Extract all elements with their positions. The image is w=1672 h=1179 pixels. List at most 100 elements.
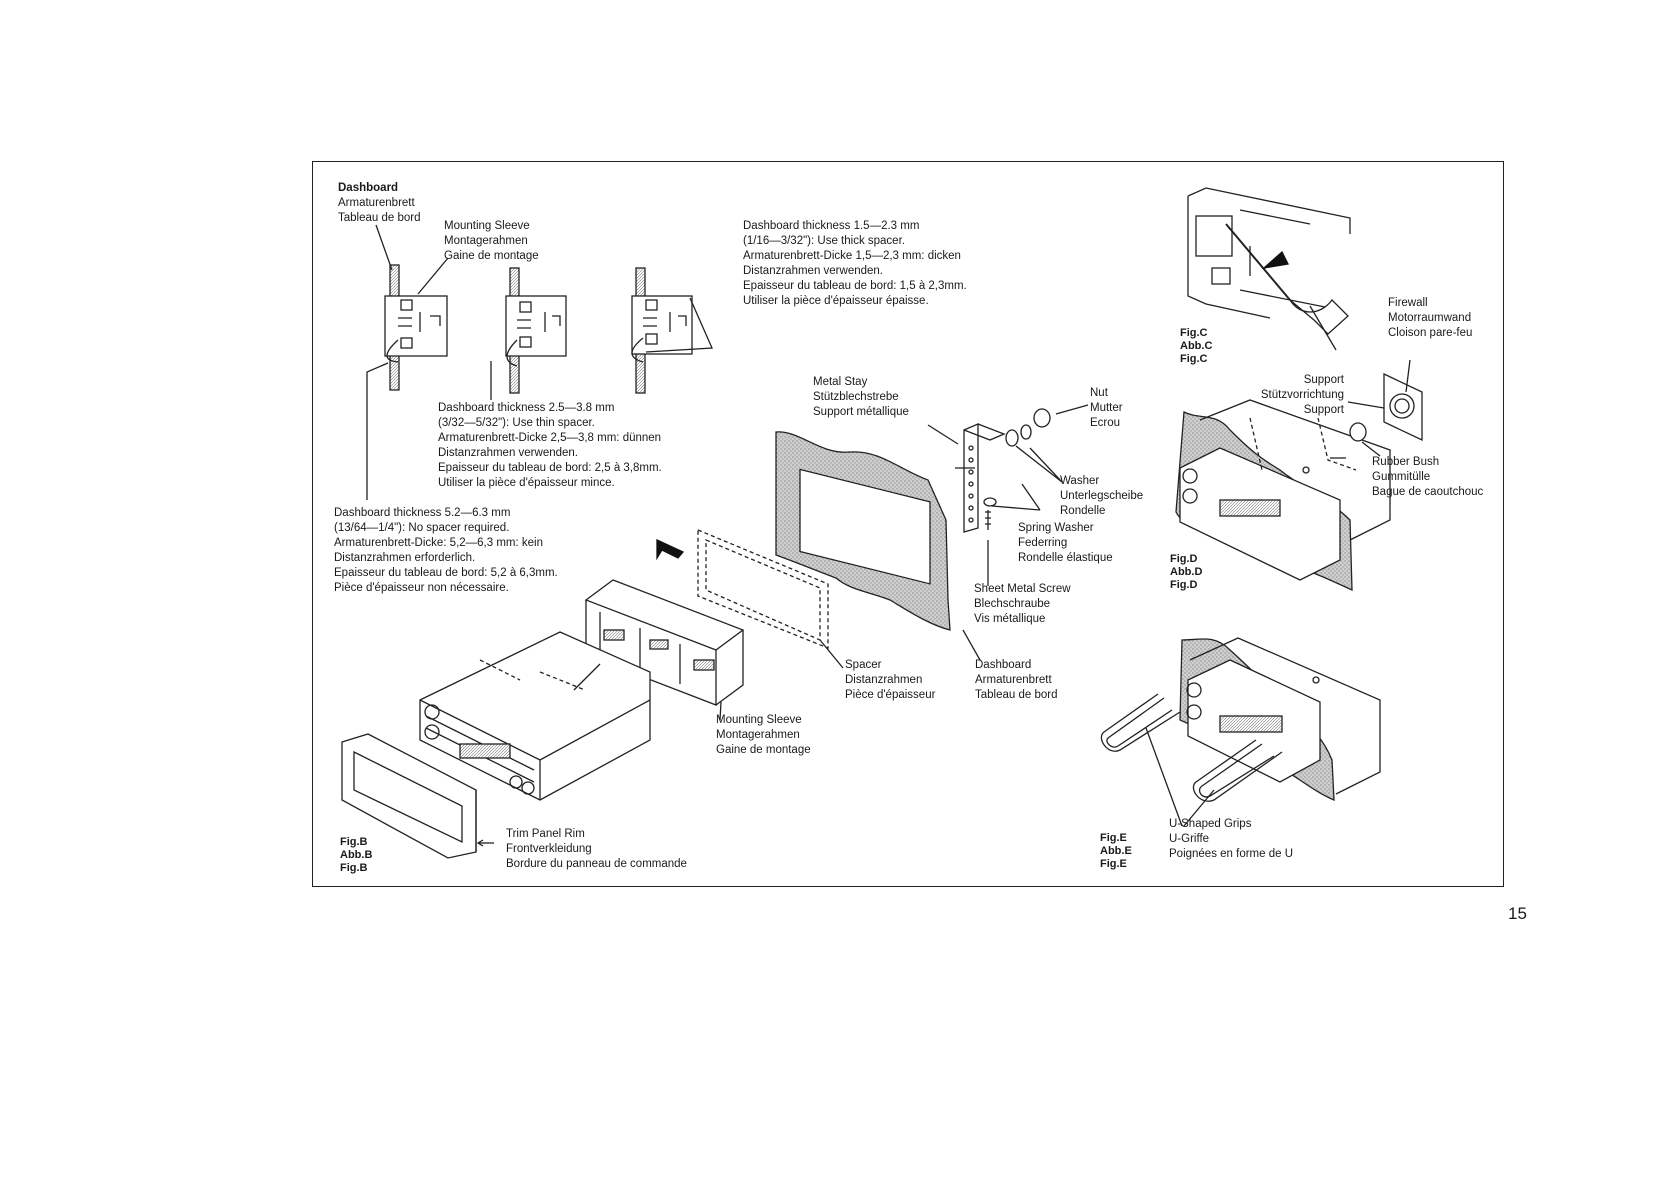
- label-washer: Washer Unterlegscheibe Rondelle: [1060, 474, 1143, 519]
- caption-fig-b: Fig.B Abb.B Fig.B: [340, 836, 372, 875]
- caption-line: Fig.D: [1170, 579, 1198, 591]
- label-line: Distanzrahmen verwenden.: [743, 265, 883, 277]
- caption-line: Abb.E: [1100, 845, 1132, 857]
- label-line: Firewall: [1388, 297, 1428, 309]
- label-line: Pièce d'épaisseur non nécessaire.: [334, 582, 509, 594]
- page-number: 15: [1508, 904, 1527, 923]
- trim-panel-rim: [341, 733, 477, 859]
- label-nut: Nut Mutter Ecrou: [1090, 386, 1123, 431]
- label-line: Armaturenbrett-Dicke 2,5—3,8 mm: dünnen: [438, 432, 662, 444]
- label-dashboard-top: Dashboard Armaturenbrett Tableau de bord: [338, 181, 420, 226]
- label-line: Montagerahmen: [716, 729, 800, 741]
- fig-e-illustration: [1100, 637, 1381, 827]
- caption-line: Abb.B: [340, 849, 373, 861]
- label-line: Metal Stay: [813, 376, 868, 388]
- label-line: Blechschraube: [974, 598, 1051, 610]
- label-line: Sheet Metal Screw: [974, 583, 1071, 595]
- label-line: Dashboard: [338, 182, 399, 194]
- dashboard-panel: [775, 431, 951, 631]
- caption-line: Fig.C: [1180, 327, 1208, 339]
- label-line: Support: [1303, 404, 1344, 416]
- caption-line: Fig.B: [340, 836, 368, 848]
- label-line: Armaturenbrett: [338, 197, 415, 209]
- radio-unit-center: [419, 631, 651, 801]
- label-line: Armaturenbrett: [975, 674, 1052, 686]
- dashboard-sleeve-detail-3: [631, 267, 693, 394]
- label-mounting-sleeve-bottom: Mounting Sleeve Montagerahmen Gaine de m…: [716, 713, 811, 758]
- label-line: Distanzrahmen: [845, 674, 923, 686]
- label-line: Frontverkleidung: [506, 843, 592, 855]
- label-line: (3/32—5/32"): Use thin spacer.: [438, 417, 595, 429]
- label-line: Spacer: [845, 659, 882, 671]
- label-spacer: Spacer Distanzrahmen Pièce d'épaisseur: [845, 658, 935, 703]
- caption-line: Fig.C: [1180, 353, 1208, 365]
- label-line: Utiliser la pièce d'épaisseur épaisse.: [743, 295, 929, 307]
- caption-line: Fig.E: [1100, 832, 1127, 844]
- label-rubber-bush: Rubber Bush Gummitülle Bague de caoutcho…: [1372, 455, 1483, 500]
- label-line: Distanzrahmen erforderlich.: [334, 552, 476, 564]
- fig-d-illustration: [1175, 359, 1423, 592]
- metal-stay: [963, 408, 1051, 533]
- label-thin-spacer: Dashboard thickness 2.5—3.8 mm (3/32—5/3…: [438, 401, 662, 491]
- caption-fig-d: Fig.D Abb.D Fig.D: [1170, 553, 1202, 592]
- fig-c-illustration: [1187, 187, 1351, 351]
- label-line: Vis métallique: [974, 613, 1046, 625]
- label-line: Washer: [1060, 475, 1100, 487]
- caption-line: Fig.E: [1100, 858, 1127, 870]
- label-line: Poignées en forme de U: [1169, 848, 1294, 860]
- label-line: Tableau de bord: [975, 689, 1058, 701]
- label-no-spacer: Dashboard thickness 5.2—6.3 mm (13/64—1/…: [334, 506, 558, 596]
- label-line: Motorraumwand: [1388, 312, 1472, 324]
- label-line: Gaine de montage: [716, 744, 811, 756]
- label-line: Utiliser la pièce d'épaisseur mince.: [438, 477, 615, 489]
- label-line: Gummitülle: [1372, 471, 1431, 483]
- label-line: Armaturenbrett-Dicke 1,5—2,3 mm: dicken: [743, 250, 961, 262]
- label-support: Support Stützvorrichtung Support: [1246, 373, 1344, 418]
- label-trim-panel: Trim Panel Rim Frontverkleidung Bordure …: [506, 827, 687, 872]
- caption-line: Abb.D: [1170, 566, 1203, 578]
- label-line: Gaine de montage: [444, 250, 539, 262]
- label-u-grips: U-Shaped Grips U-Griffe Poignées en form…: [1169, 817, 1293, 862]
- label-line: Support métallique: [813, 406, 909, 418]
- label-line: Rondelle élastique: [1018, 552, 1113, 564]
- label-line: Mutter: [1090, 402, 1123, 414]
- label-line: U-Shaped Grips: [1169, 818, 1252, 830]
- label-mounting-sleeve-top: Mounting Sleeve Montagerahmen Gaine de m…: [444, 219, 539, 264]
- label-line: Bague de caoutchouc: [1372, 486, 1484, 498]
- label-line: Trim Panel Rim: [506, 828, 585, 840]
- label-line: Tableau de bord: [338, 212, 421, 224]
- caption-line: Fig.D: [1170, 553, 1198, 565]
- label-line: Cloison pare-feu: [1388, 327, 1473, 339]
- label-line: Bordure du panneau de commande: [506, 858, 687, 870]
- label-line: Dashboard thickness 5.2—6.3 mm: [334, 507, 511, 519]
- label-thick-spacer: Dashboard thickness 1.5—2.3 mm (1/16—3/3…: [743, 219, 967, 309]
- label-dashboard-mid: Dashboard Armaturenbrett Tableau de bord: [975, 658, 1057, 703]
- label-line: Dashboard: [975, 659, 1032, 671]
- dashboard-sleeve-detail-1: [384, 264, 448, 391]
- caption-fig-e: Fig.E Abb.E Fig.E: [1100, 832, 1132, 871]
- label-line: Epaisseur du tableau de bord: 1,5 à 2,3m…: [743, 280, 967, 292]
- label-line: Nut: [1090, 387, 1108, 399]
- label-line: Epaisseur du tableau de bord: 2,5 à 3,8m…: [438, 462, 662, 474]
- diagram-frame: [312, 161, 1504, 887]
- label-line: Spring Washer: [1018, 522, 1094, 534]
- label-line: Rubber Bush: [1372, 456, 1440, 468]
- caption-fig-c: Fig.C Abb.C Fig.C: [1180, 327, 1212, 366]
- label-spring-washer: Spring Washer Federring Rondelle élastiq…: [1018, 521, 1113, 566]
- label-line: Distanzrahmen verwenden.: [438, 447, 578, 459]
- label-line: Montagerahmen: [444, 235, 528, 247]
- label-line: Mounting Sleeve: [716, 714, 802, 726]
- label-firewall: Firewall Motorraumwand Cloison pare-feu: [1388, 296, 1472, 341]
- label-line: Epaisseur du tableau de bord: 5,2 à 6,3m…: [334, 567, 558, 579]
- label-line: Mounting Sleeve: [444, 220, 530, 232]
- label-line: U-Griffe: [1169, 833, 1210, 845]
- label-line: Stützblechstrebe: [813, 391, 899, 403]
- label-line: Dashboard thickness 1.5—2.3 mm: [743, 220, 920, 232]
- caption-line: Abb.C: [1180, 340, 1213, 352]
- label-line: Ecrou: [1090, 417, 1121, 429]
- label-line: Dashboard thickness 2.5—3.8 mm: [438, 402, 615, 414]
- insert-arrow: [656, 538, 685, 561]
- label-line: Rondelle: [1060, 505, 1106, 517]
- label-line: Federring: [1018, 537, 1068, 549]
